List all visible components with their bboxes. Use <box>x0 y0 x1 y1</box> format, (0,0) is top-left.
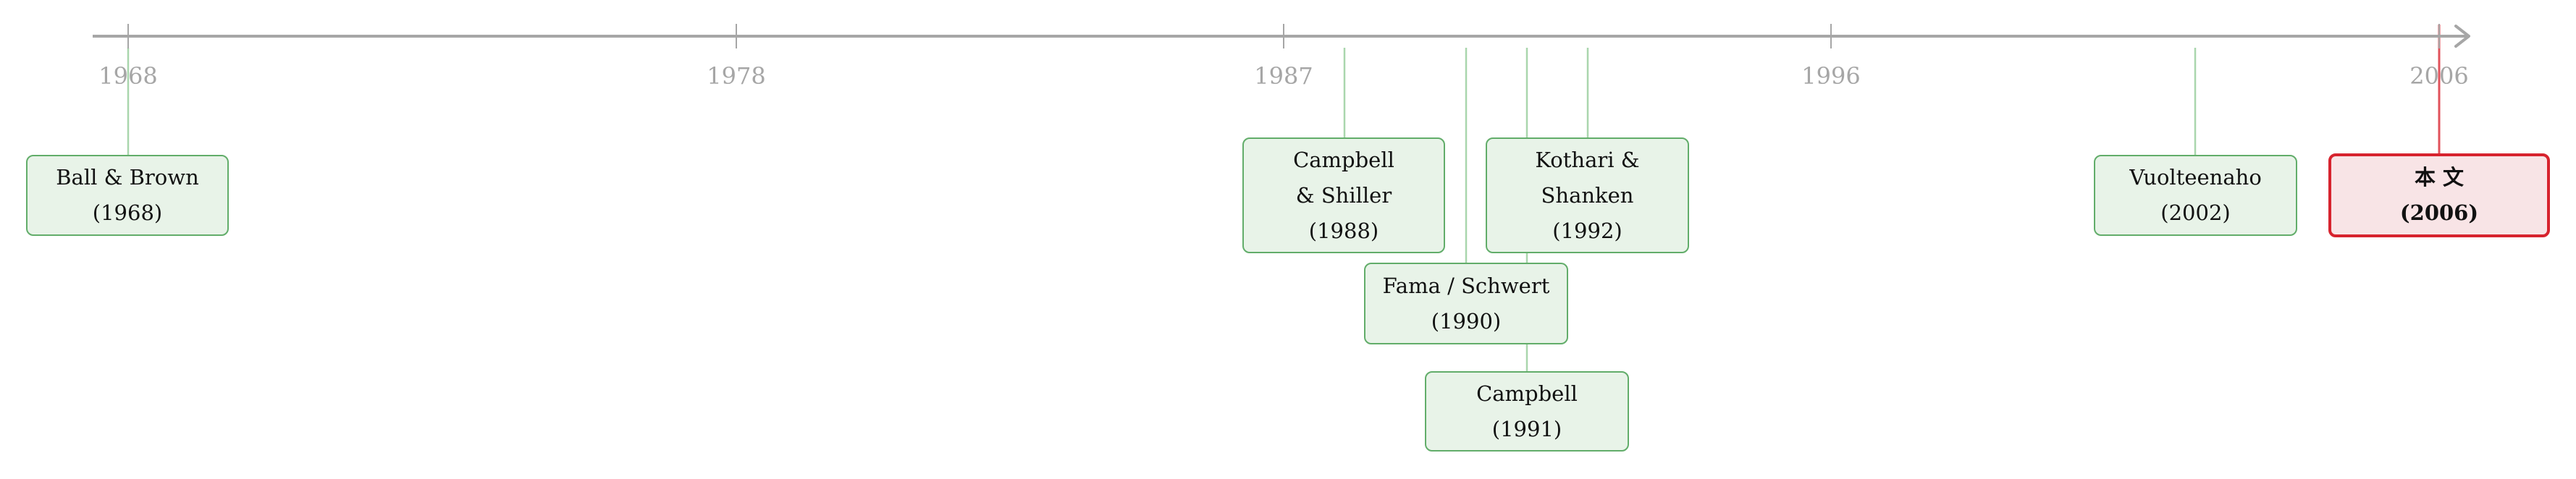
axis-arrow-icon <box>2454 25 2470 48</box>
event-box-ball-brown: Ball & Brown (1968) <box>26 155 229 236</box>
event-box-fama-schwert: Fama / Schwert (1990) <box>1364 263 1568 344</box>
event-label-line: (2002) <box>2160 200 2231 225</box>
event-label-line: (1990) <box>1431 308 1502 334</box>
event-label-line: Ball & Brown <box>56 165 199 190</box>
event-box-vuolteenaho: Vuolteenaho (2002) <box>2094 155 2297 236</box>
event-box-kothari-shanken: Kothari & Shanken (1992) <box>1486 137 1689 253</box>
axis-tick-label: 1968 <box>98 62 157 90</box>
event-label-line: (1991) <box>1491 416 1562 441</box>
event-label-line: & Shiller <box>1295 182 1392 208</box>
axis-ticks: 1968 1978 1987 1996 2006 <box>98 24 2469 90</box>
event-label-line: (2006) <box>2399 200 2479 225</box>
axis-tick-label: 1996 <box>1801 62 1860 90</box>
event-label-line: Fama / Schwert <box>1382 273 1550 298</box>
event-label-line: Vuolteenaho <box>2129 165 2262 190</box>
event-label-line: Campbell <box>1293 147 1394 172</box>
axis-tick-label: 1978 <box>707 62 765 90</box>
event-label-line: Shanken <box>1541 182 1634 208</box>
event-label-line: 本 文 <box>2414 165 2465 190</box>
event-label-line: Kothari & <box>1535 147 1640 172</box>
event-box-campbell-shiller: Campbell & Shiller (1988) <box>1242 137 1445 253</box>
event-label-line: (1968) <box>92 200 163 225</box>
event-label-line: (1988) <box>1308 218 1379 243</box>
event-label-line: Campbell <box>1476 381 1578 406</box>
timeline-axis: 1968 1978 1987 1996 2006 <box>93 24 2470 90</box>
axis-tick-label: 2006 <box>2409 62 2468 90</box>
event-box-campbell-1991: Campbell (1991) <box>1425 371 1629 452</box>
event-label-line: (1992) <box>1552 218 1622 243</box>
axis-tick-label: 1987 <box>1254 62 1313 90</box>
event-box-this-paper: 本 文 (2006) <box>2328 153 2550 237</box>
